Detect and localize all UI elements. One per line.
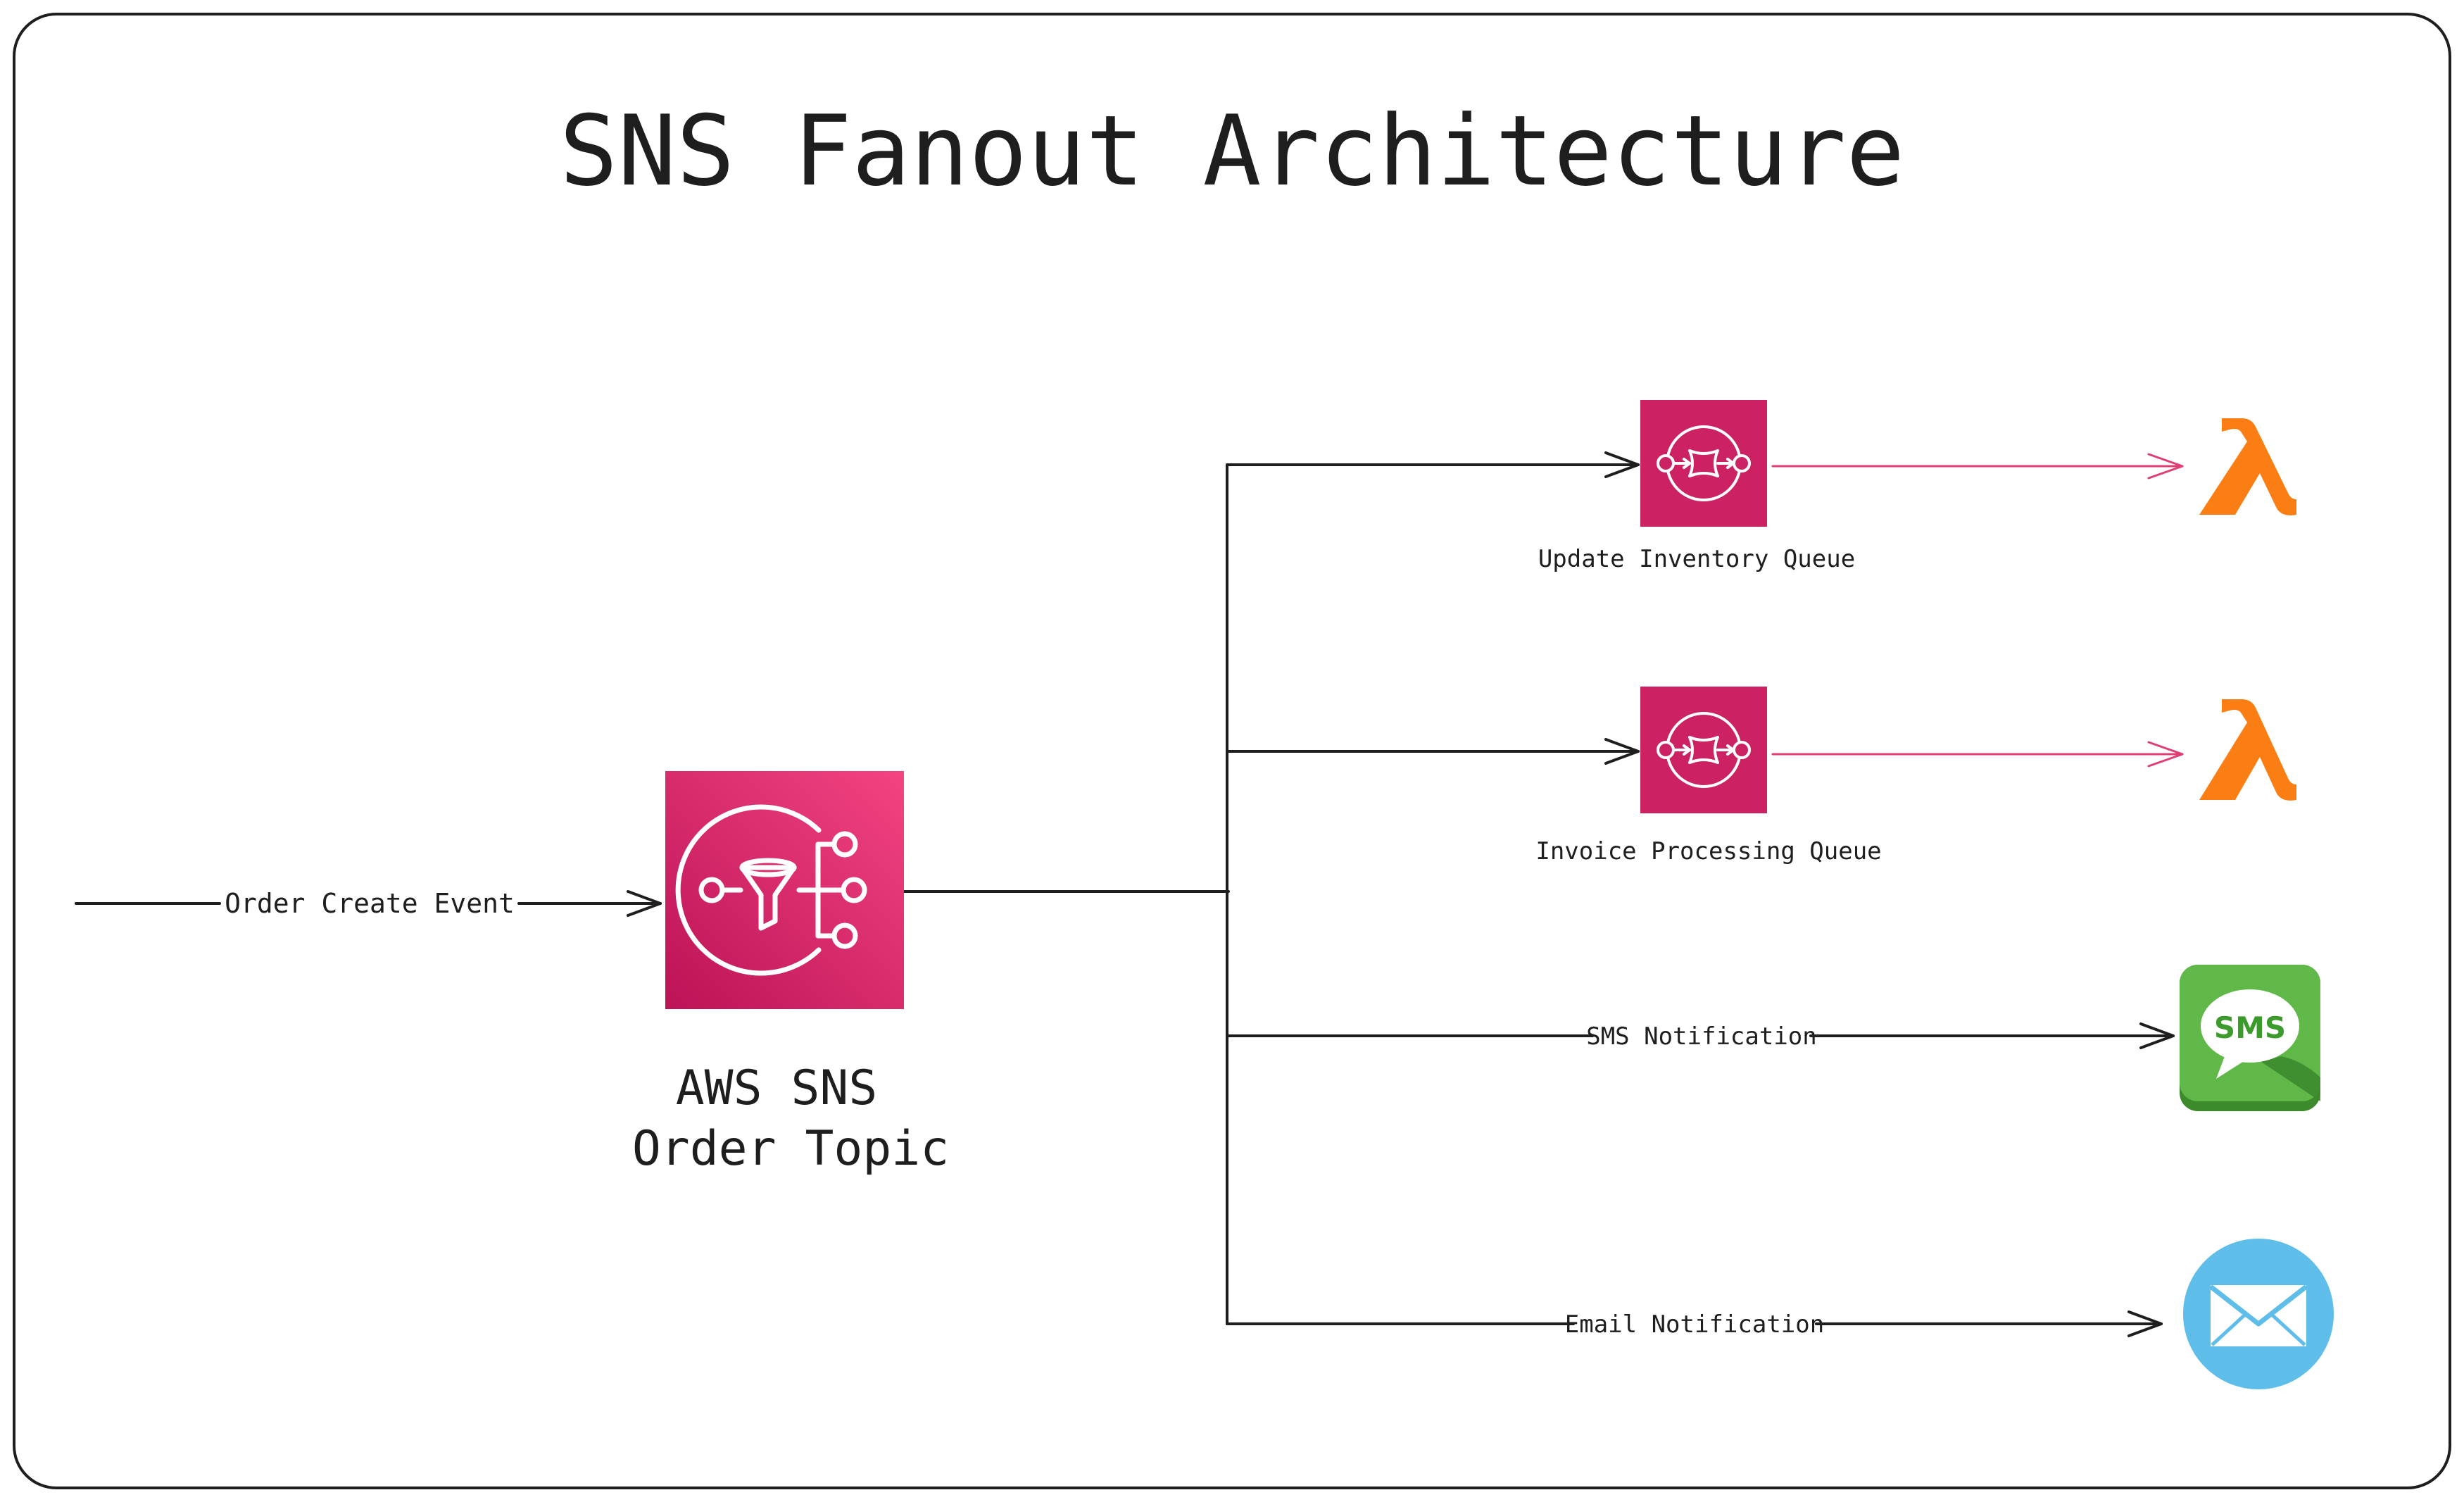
inventory-queue-node[interactable]: Update Inventory Queue bbox=[1538, 400, 1855, 573]
sms-icon: SMS bbox=[2180, 965, 2320, 1111]
lambda-invoice-node[interactable] bbox=[2199, 699, 2296, 801]
email-envelope-icon bbox=[2183, 1239, 2334, 1389]
inventory-queue-label: Update Inventory Queue bbox=[1538, 545, 1855, 573]
edge-label-email: Email Notification bbox=[1565, 1310, 1824, 1339]
lambda-inventory-node[interactable] bbox=[2199, 418, 2296, 515]
sms-node[interactable]: SMS bbox=[2180, 965, 2320, 1111]
edge-email-notification bbox=[1226, 1310, 2163, 1337]
sms-icon-text: SMS bbox=[2214, 1010, 2286, 1045]
diagram-title: SNS Fanout Architecture bbox=[560, 94, 1905, 208]
sqs-glyph bbox=[1657, 712, 1751, 788]
invoice-queue-label: Invoice Processing Queue bbox=[1535, 837, 1881, 865]
sns-topic-node[interactable]: AWS SNS Order Topic bbox=[632, 771, 949, 1177]
lambda-icon bbox=[2199, 418, 2296, 515]
edge-order-create bbox=[75, 890, 662, 917]
edge-to-inventory-queue bbox=[1226, 451, 1640, 478]
sns-topic-glyph bbox=[675, 804, 867, 976]
edge-label-order-create: Order Create Event bbox=[225, 888, 515, 919]
queue-to-lambda-arrows bbox=[1771, 453, 2184, 768]
email-node[interactable] bbox=[2183, 1239, 2334, 1389]
edge-inventory-to-lambda bbox=[1771, 453, 2184, 480]
lambda-icon bbox=[2199, 699, 2296, 801]
sns-topic-label-line2: Order Topic bbox=[632, 1121, 949, 1177]
edge-invoice-to-lambda bbox=[1771, 741, 2184, 768]
connectors bbox=[75, 451, 2175, 1337]
edge-sms-notification bbox=[1226, 1022, 2175, 1049]
edge-label-sms: SMS Notification bbox=[1586, 1022, 1817, 1051]
invoice-queue-node[interactable]: Invoice Processing Queue bbox=[1535, 687, 1882, 865]
sns-topic-label-line1: AWS SNS bbox=[676, 1060, 878, 1116]
sqs-glyph bbox=[1657, 425, 1751, 501]
edge-to-invoice-queue bbox=[1226, 738, 1640, 765]
